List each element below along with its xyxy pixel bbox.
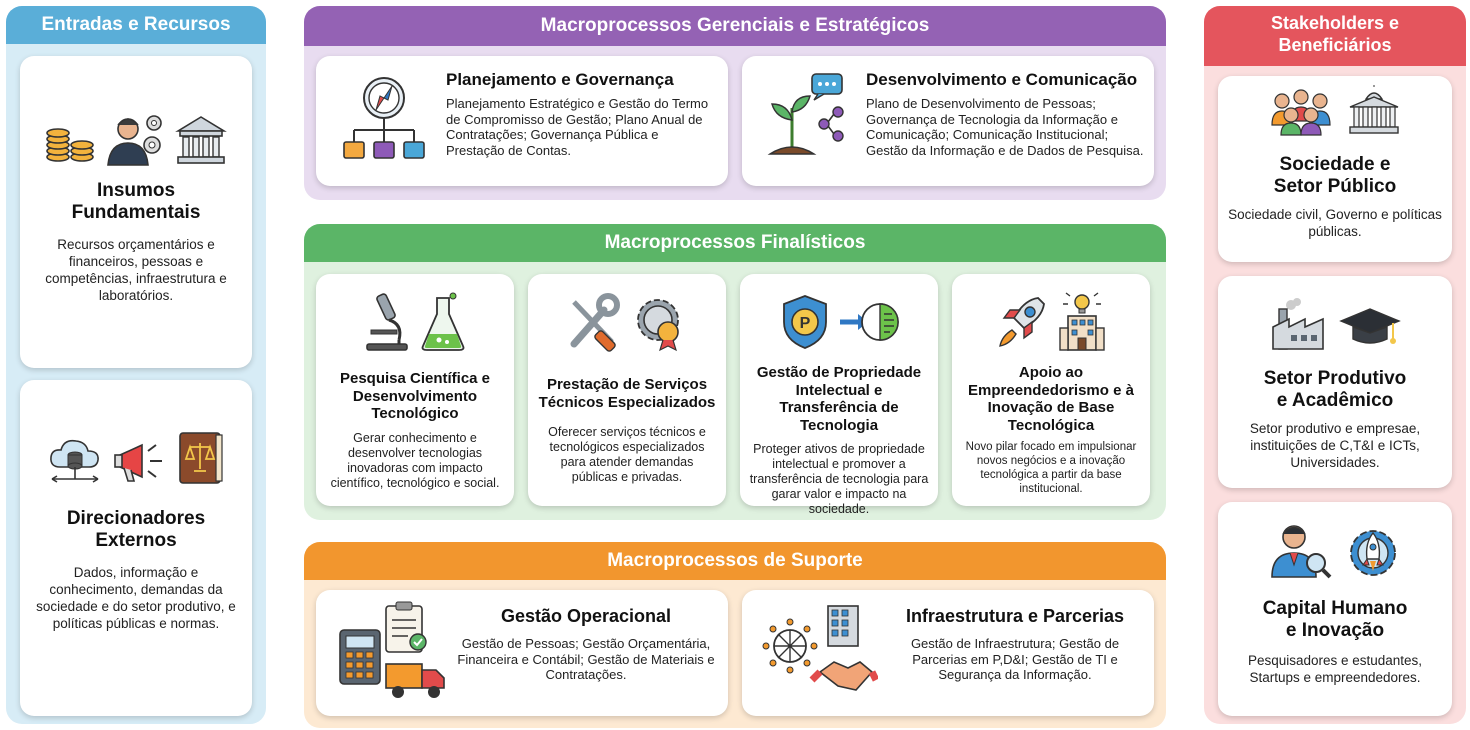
planejamento-title: Planejamento e Governança	[446, 70, 674, 89]
suporte-panel-header: Macroprocessos de Suporte	[304, 542, 1166, 580]
capital-humano-title-line2: e Inovação	[1285, 620, 1385, 641]
stakeholders-header-line1: Stakeholders e	[1270, 13, 1400, 33]
finalisticos-panel: Macroprocessos Finalísticos	[304, 224, 1166, 520]
insumos-title-line2: Fundamentais	[71, 202, 201, 223]
microscope-icon	[363, 290, 413, 359]
servicos-text: Oferecer serviços técnicos e tecnológico…	[548, 425, 706, 484]
network-building-handshake-icon	[756, 600, 880, 709]
rocket-gear-icon	[1344, 519, 1402, 586]
svg-text:P: P	[800, 315, 811, 332]
desenvolvimento-card: Desenvolvimento e Comunicação Plano de D…	[742, 56, 1154, 186]
empreendedorismo-title: Apoio ao Empreendedorismo e à Inovação d…	[968, 364, 1134, 434]
inputs-panel-header: Entradas e Recursos	[6, 6, 266, 44]
tools-icon	[566, 292, 624, 357]
infraestrutura-card: Infraestrutura e Parcerias Gestão de Inf…	[742, 590, 1154, 716]
plant-chat-share-icon	[756, 68, 856, 173]
graduation-cap-icon	[1339, 301, 1401, 358]
direcionadores-title-line1: Direcionadores	[66, 508, 206, 529]
capital-humano-title-line1: Capital Humano	[1262, 598, 1408, 619]
propriedade-title: Gestão de Propriedade Intelectual e Tran…	[756, 364, 922, 434]
finalisticos-panel-header: Macroprocessos Finalísticos	[304, 224, 1166, 262]
capital-humano-text: Pesquisadores e estudantes, Startups e e…	[1247, 653, 1423, 685]
cloud-database-icon	[46, 433, 104, 492]
servicos-title: Prestação de Serviços Técnicos Especiali…	[538, 376, 716, 411]
direcionadores-text: Dados, informação e conhecimento, demand…	[36, 565, 236, 631]
flask-icon	[419, 290, 467, 359]
pesquisa-text: Gerar conhecimento e desenvolver tecnolo…	[330, 430, 500, 490]
calculator-clipboard-truck-icon	[336, 600, 454, 709]
stakeholders-panel: Stakeholders e Beneficiários	[1204, 6, 1466, 724]
government-building-icon	[1346, 79, 1402, 142]
pesquisa-title: Pesquisa Científica e Desenvolvimento Te…	[339, 370, 491, 422]
operacional-card: Gestão Operacional Gestão de Pessoas; Ge…	[316, 590, 728, 716]
sociedade-text: Sociedade civil, Governo e políticas púb…	[1228, 207, 1442, 239]
stakeholders-header-line2: Beneficiários	[1278, 35, 1392, 55]
direcionadores-title-line2: Externos	[95, 530, 177, 551]
operacional-title: Gestão Operacional	[500, 606, 672, 626]
insumos-text: Recursos orçamentários e financeiros, pe…	[45, 237, 227, 303]
people-group-icon	[1268, 87, 1334, 142]
planejamento-card: Planejamento e Governança Planejamento E…	[316, 56, 728, 186]
produtivo-title-line2: e Acadêmico	[1276, 390, 1394, 411]
sociedade-title-line1: Sociedade e	[1279, 154, 1391, 175]
propriedade-card: P Gestão de Propriedade Intelectual e Tr…	[740, 274, 938, 516]
insumos-title-line1: Insumos	[96, 180, 176, 201]
inputs-panel: Entradas e Recursos	[6, 6, 266, 724]
empreendedorismo-text: Novo pilar focado em impulsionar novos n…	[965, 441, 1137, 495]
law-book-icon	[176, 429, 226, 492]
stakeholders-panel-header: Stakeholders e Beneficiários	[1204, 6, 1466, 66]
idea-building-icon	[1056, 290, 1108, 359]
gerenciais-panel: Macroprocessos Gerenciais e Estratégicos…	[304, 6, 1166, 200]
suporte-panel: Macroprocessos de Suporte	[304, 542, 1166, 728]
gerenciais-panel-header: Macroprocessos Gerenciais e Estratégicos	[304, 6, 1166, 46]
sociedade-title-line2: Setor Público	[1273, 176, 1397, 197]
megaphone-icon	[112, 435, 168, 492]
person-magnifier-icon	[1268, 519, 1334, 586]
operacional-text: Gestão de Pessoas; Gestão Orçamentária, …	[457, 636, 715, 682]
infraestrutura-title: Infraestrutura e Parcerias	[905, 606, 1125, 626]
coins-icon	[44, 115, 96, 172]
factory-icon	[1269, 297, 1331, 358]
infraestrutura-text: Gestão de Infraestrutura; Gestão de Parc…	[910, 636, 1120, 682]
gear-award-icon	[630, 292, 688, 357]
institution-building-icon	[174, 113, 228, 172]
produtivo-text: Setor produtivo e empresae, instituições…	[1249, 421, 1421, 470]
rocket-icon	[994, 292, 1050, 357]
empreendedorismo-card: Apoio ao Empreendedorismo e à Inovação d…	[952, 274, 1150, 506]
patent-shield-icon: P	[778, 292, 832, 357]
person-gears-icon	[104, 111, 166, 172]
document-transfer-icon	[838, 292, 900, 357]
desenvolvimento-text: Plano de Desenvolvimento de Pessoas; Gov…	[866, 96, 1144, 158]
desenvolvimento-title: Desenvolvimento e Comunicação	[866, 70, 1138, 89]
propriedade-text: Proteger ativos de propriedade intelectu…	[749, 442, 929, 516]
compass-hierarchy-icon	[334, 68, 434, 173]
pesquisa-card: Pesquisa Científica e Desenvolvimento Te…	[316, 274, 514, 506]
planejamento-text: Planejamento Estratégico e Gestão do Ter…	[446, 96, 709, 158]
servicos-card: Prestação de Serviços Técnicos Especiali…	[528, 274, 726, 506]
produtivo-title-line1: Setor Produtivo	[1263, 368, 1407, 389]
